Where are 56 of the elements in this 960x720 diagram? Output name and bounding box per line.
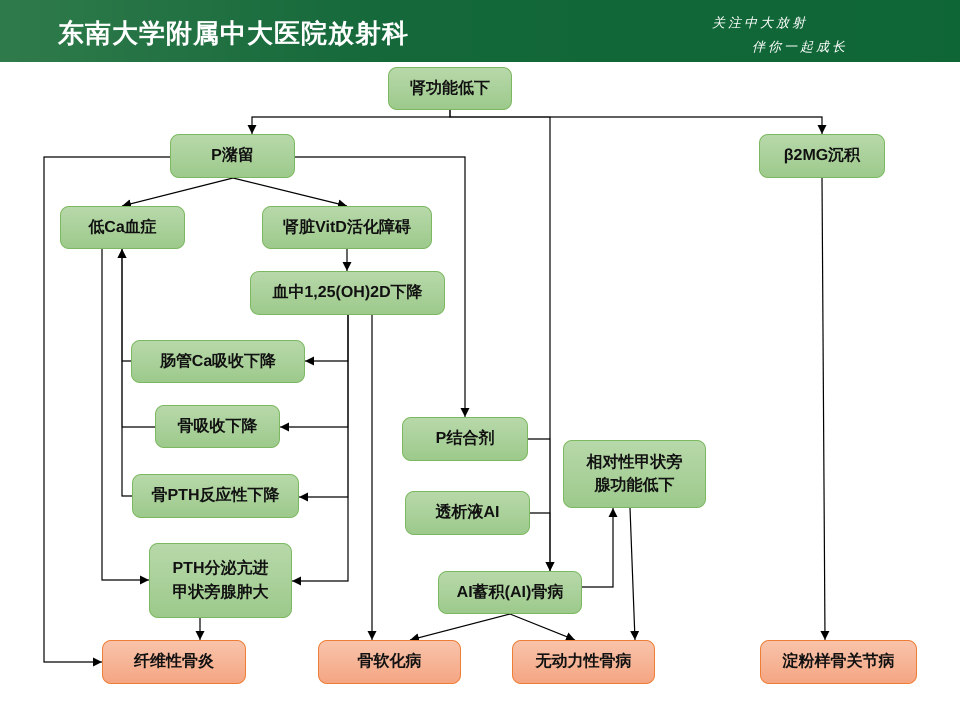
arrow — [196, 618, 204, 640]
node-label: 无动力性骨病 — [536, 651, 632, 672]
node-label: P结合剂 — [436, 428, 494, 450]
node-label: 纤维性骨炎 — [134, 651, 214, 672]
arrow — [582, 508, 618, 588]
node-label: 低Ca血症 — [88, 217, 157, 238]
node-label: 淀粉样骨关节病 — [782, 651, 894, 672]
outcome-box — [512, 640, 655, 684]
process-box — [405, 491, 530, 535]
process-box — [388, 67, 512, 110]
process-box — [262, 206, 432, 249]
node-label: 骨PTH反应性下降 — [152, 485, 280, 506]
node-label: 甲状旁腺肿大 — [172, 582, 268, 602]
process-box — [170, 134, 295, 178]
process-box — [155, 405, 280, 448]
slogan-text: 伴你一起成长 — [752, 39, 848, 56]
node-label: 肠管Ca吸收下降 — [160, 352, 276, 372]
arrow — [820, 178, 830, 640]
arrow — [122, 177, 234, 208]
arrow — [118, 249, 132, 497]
process-box — [759, 134, 885, 178]
process-box — [563, 440, 706, 508]
node-label: AI蓄积(AI)骨病 — [456, 582, 564, 603]
arrow — [101, 249, 149, 584]
arrow — [510, 613, 576, 641]
node-label: 骨吸收下降 — [178, 416, 258, 437]
arrow — [232, 177, 348, 208]
node-label: 相对性甲状旁腺功能低下 — [585, 452, 684, 496]
arrow — [410, 613, 510, 642]
node-label: β2MG沉积 — [784, 146, 860, 166]
node-label: P潴留 — [211, 146, 254, 166]
node-label: 肾脏VitD活化障碍 — [283, 217, 411, 238]
process-box — [438, 571, 582, 614]
outcome-box — [318, 640, 461, 684]
page-title: 东南大学附属中大医院放射科 — [58, 18, 409, 51]
process-box — [149, 543, 292, 618]
process-box — [132, 474, 299, 518]
arrow — [295, 156, 470, 417]
process-box — [250, 271, 445, 315]
arrow — [342, 249, 352, 271]
arrow — [368, 315, 376, 640]
process-box — [131, 340, 305, 383]
process-box — [60, 206, 185, 249]
arrow — [43, 156, 170, 666]
node-label: PTH分泌亢进 — [172, 558, 268, 580]
slogan-text: 关注中大放射 — [712, 15, 808, 32]
arrow — [292, 315, 349, 586]
outcome-box — [760, 640, 917, 684]
process-box — [402, 417, 528, 461]
node-label: 骨软化病 — [358, 651, 422, 672]
arrow — [530, 512, 554, 571]
outcome-box — [102, 640, 246, 684]
node-label: 肾功能低下 — [410, 78, 490, 99]
node-label: 血中1,25(OH)2D下降 — [272, 282, 423, 304]
arrow — [629, 508, 640, 640]
node-label: 透析液AI — [436, 502, 500, 524]
